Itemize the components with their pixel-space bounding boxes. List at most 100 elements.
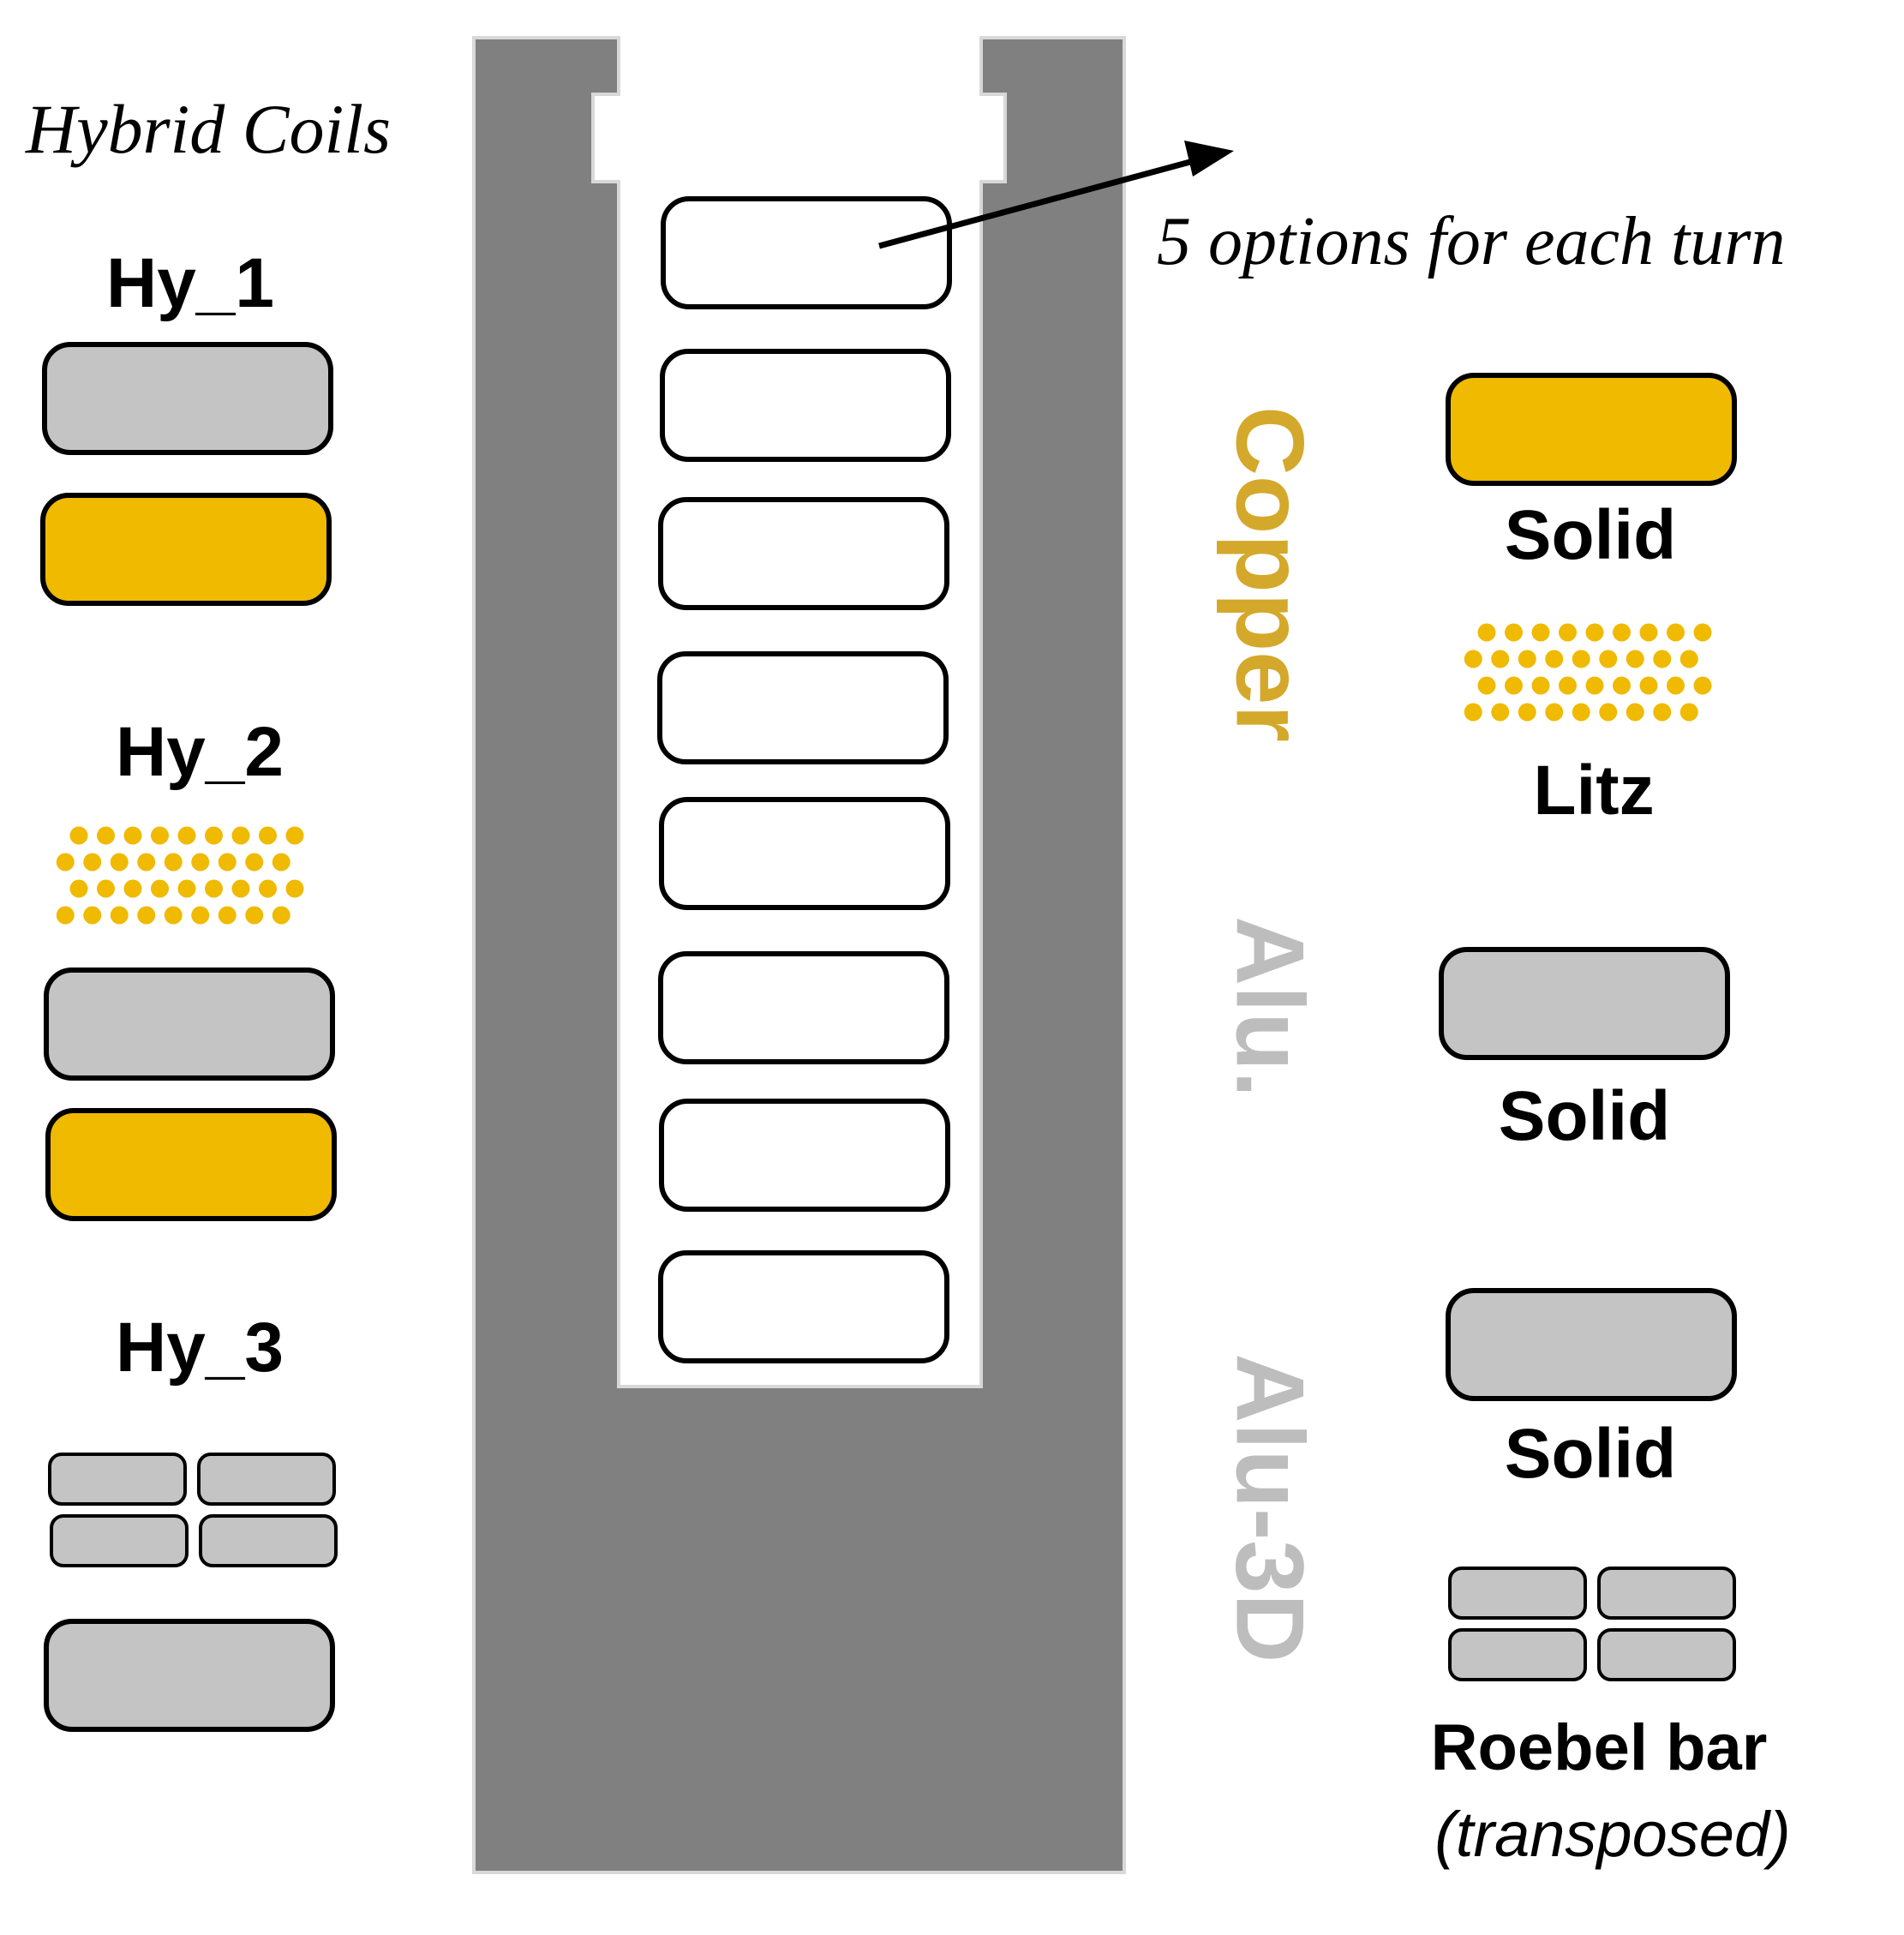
hy2-litz-strand [123, 879, 142, 898]
hy1-alu-solid [42, 342, 333, 455]
copper-litz-strand [1626, 650, 1644, 668]
alu3d-solid-label: Solid [1505, 1415, 1676, 1493]
copper-litz-strand [1518, 703, 1536, 722]
arrow [878, 141, 1234, 249]
copper-litz-strand [1505, 623, 1523, 642]
hy2-litz-strand [177, 826, 196, 845]
copper-litz-strand [1585, 676, 1604, 695]
slot-conductors [657, 196, 952, 1363]
copper-litz-strand [1505, 676, 1523, 695]
material-alu-label: Alu. [1217, 916, 1324, 1098]
slot-turn-7 [659, 1099, 950, 1212]
copper-litz-strand [1613, 623, 1631, 642]
annotation-text: 5 options for each turn [1157, 204, 1785, 279]
copper-litz-strand [1639, 623, 1658, 642]
copper-litz-strand [1599, 650, 1618, 668]
hy2-litz-strand [245, 906, 264, 925]
hy2-litz-strand [69, 826, 88, 845]
copper-litz-strand [1572, 650, 1590, 668]
hy2-litz-strand [83, 853, 102, 872]
copper-litz-strand [1679, 650, 1698, 668]
hy2-litz-strand [56, 853, 75, 872]
hy2-litz-strand [151, 879, 169, 898]
copper-litz-strands [1464, 623, 1712, 722]
hy2-litz-strand [259, 879, 277, 898]
copper-litz-strand [1599, 703, 1618, 722]
hy2-litz-strand [285, 879, 304, 898]
hy3-alu-solid [44, 1619, 335, 1732]
copper-litz-strand [1559, 623, 1577, 642]
hy2-litz-strand [137, 853, 156, 872]
copper-litz-strand [1693, 623, 1712, 642]
hy2-label: Hy_2 [116, 713, 284, 791]
hy2-litz-strand [123, 826, 142, 845]
slot-turn-2 [660, 349, 951, 462]
copper-litz-strand [1464, 703, 1482, 722]
hy3-label: Hy_3 [116, 1309, 284, 1387]
hy2-litz-strand [97, 879, 115, 898]
hy2-litz-strand [137, 906, 156, 925]
copper-litz-strand [1626, 703, 1644, 722]
hy2-litz-strand [218, 906, 237, 925]
copper-litz-strand [1491, 703, 1510, 722]
hy2-litz-strand [205, 879, 223, 898]
hy2-litz-strand [231, 826, 250, 845]
alu-solid-label: Solid [1499, 1077, 1670, 1155]
stator-core [472, 36, 1126, 1874]
copper-litz-strand [1491, 650, 1510, 668]
copper-litz-strand [1464, 650, 1482, 668]
hy2-litz-strand [164, 853, 183, 872]
roebel-bar-conductor [1448, 1567, 1736, 1681]
hy2-litz-strands [56, 826, 304, 925]
hy2-litz-strand [177, 879, 196, 898]
copper-litz-strand [1667, 676, 1685, 695]
diagram-title: Hybrid Coils [25, 90, 391, 168]
slot-turn-6 [658, 951, 949, 1064]
slot-turn-3 [658, 497, 949, 610]
hy2-litz-strand [56, 906, 75, 925]
copper-litz-strand [1585, 623, 1604, 642]
copper-solid-label: Solid [1505, 496, 1676, 574]
hy2-copper-solid [45, 1108, 337, 1221]
copper-litz-strand [1653, 703, 1672, 722]
hy2-litz-strand [272, 906, 290, 925]
copper-litz-strand [1477, 676, 1496, 695]
hy1-copper-solid [40, 493, 332, 606]
hy2-litz-strand [272, 853, 290, 872]
copper-litz-strand [1545, 703, 1564, 722]
hy2-litz-strand [259, 826, 277, 845]
hy2-litz-strand [191, 853, 210, 872]
hy2-litz-strand [97, 826, 115, 845]
copper-litz-strand [1531, 676, 1550, 695]
hy2-litz-strand [83, 906, 102, 925]
hy2-alu-solid [44, 968, 335, 1081]
copper-litz-strand [1559, 676, 1577, 695]
copper-litz-strand [1572, 703, 1590, 722]
hy2-litz-strand [110, 853, 129, 872]
slot-turn-8 [658, 1250, 949, 1363]
copper-litz-strand [1679, 703, 1698, 722]
hy2-litz-strand [285, 826, 304, 845]
hy2-litz-strand [231, 879, 250, 898]
material-alu3d-label: Alu-3D [1217, 1354, 1324, 1663]
copper-litz-strand [1518, 650, 1536, 668]
hy2-litz-strand [110, 906, 129, 925]
copper-litz-label: Litz [1533, 752, 1654, 830]
hy2-litz-strand [151, 826, 169, 845]
copper-litz-strand [1639, 676, 1658, 695]
hy2-litz-strand [245, 853, 264, 872]
roebel-bar-note: (transposed) [1434, 1799, 1790, 1870]
copper-litz-strand [1653, 650, 1672, 668]
copper-litz-strand [1531, 623, 1550, 642]
hy1-label: Hy_1 [106, 244, 274, 322]
material-copper-label: Copper [1217, 406, 1324, 742]
copper-litz-strand [1667, 623, 1685, 642]
roebel-bar-label: Roebel bar [1431, 1711, 1768, 1784]
alu-solid-conductor [1439, 947, 1730, 1060]
slot-turn-1 [661, 196, 952, 309]
copper-litz-strand [1477, 623, 1496, 642]
hy2-litz-strand [191, 906, 210, 925]
hy2-litz-strand [69, 879, 88, 898]
hy2-litz-strand [218, 853, 237, 872]
